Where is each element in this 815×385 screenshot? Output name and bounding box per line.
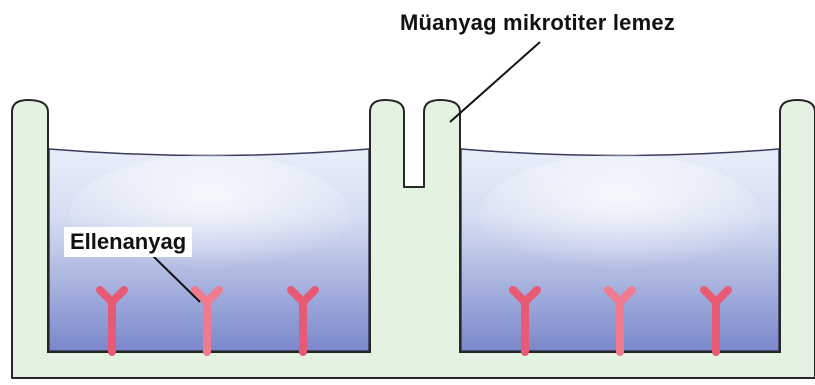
antibody-label: Ellenanyag [64, 227, 192, 257]
plate-leader-line [450, 42, 540, 122]
plate-label: Müanyag mikrotiter lemez [400, 10, 675, 36]
